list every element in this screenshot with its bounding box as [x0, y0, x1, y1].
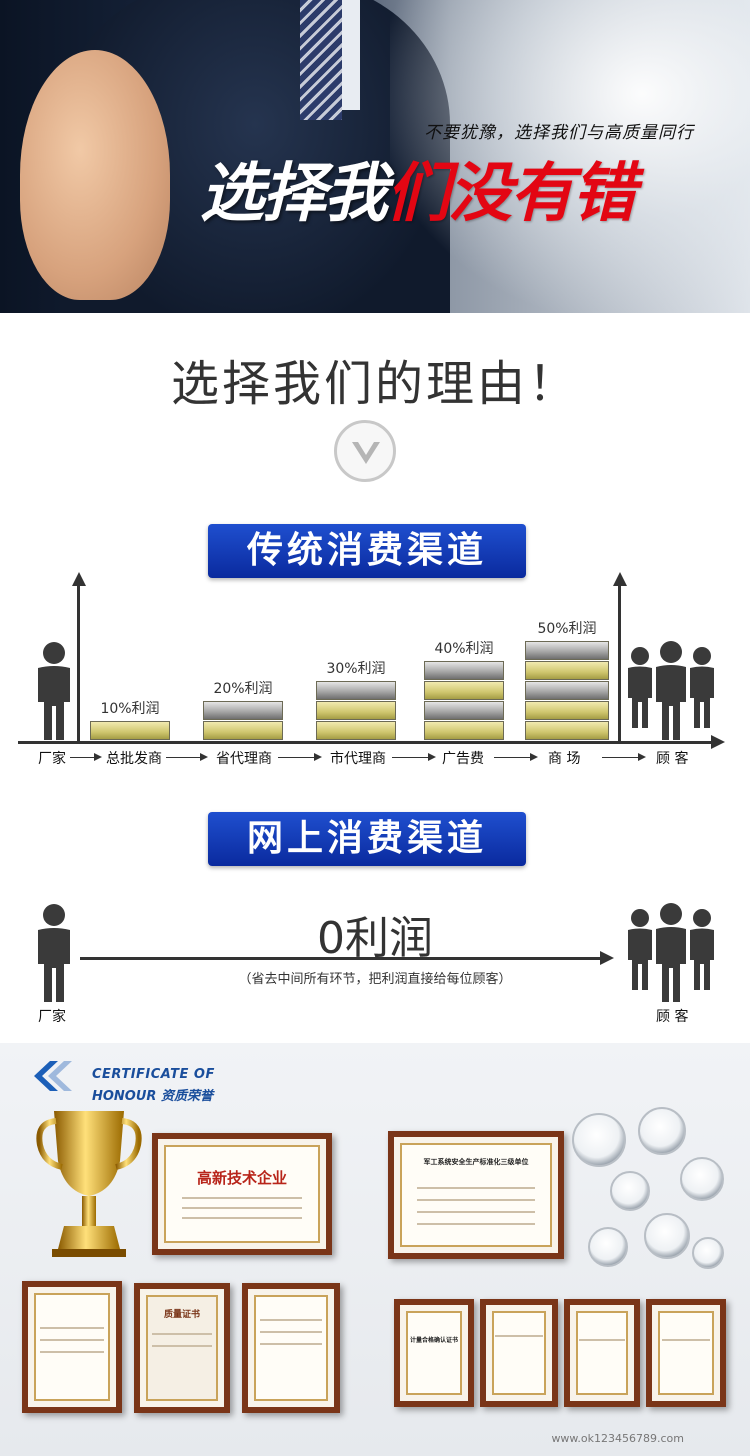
trophy-icon [36, 1111, 142, 1257]
gauge-icon [644, 1213, 690, 1259]
profit-label-2: 20%利润 [213, 681, 273, 697]
channel-provincial-agent: 省代理商 [216, 751, 272, 767]
horizontal-axis [18, 741, 713, 744]
coin-layer [525, 721, 609, 740]
gauge-icon [610, 1171, 650, 1211]
flow-arrow [392, 753, 436, 761]
coin-layer [525, 701, 609, 720]
certificate-title-cn: 资质荣誉 [160, 1089, 213, 1104]
coin-layer [424, 701, 504, 720]
channel-manufacturer: 厂家 [38, 751, 66, 767]
tie [300, 0, 342, 120]
chevron-left-icon [34, 1061, 72, 1091]
traditional-channel-banner: 传统消费渠道 [208, 524, 526, 578]
left-vertical-axis [77, 584, 80, 742]
site-watermark: www.ok123456789.com [551, 1432, 684, 1445]
profit-label-5: 50%利润 [537, 621, 597, 637]
chevron-down-icon [334, 420, 396, 482]
light-glow [390, 0, 750, 313]
channel-city-agent: 市代理商 [330, 751, 386, 767]
certificate-report [242, 1283, 340, 1413]
coin-layer [525, 661, 609, 680]
channel-mall: 商 场 [548, 751, 581, 767]
certificate-quality-title: 质量证书 [163, 1310, 200, 1320]
profit-label-1: 10%利润 [100, 701, 160, 717]
flow-arrow [494, 753, 538, 761]
gauge-icon [588, 1227, 628, 1267]
pressure-gauges-photo [568, 1107, 728, 1307]
certificate-high-tech: 高新技术企业 [152, 1133, 332, 1255]
right-axis-arrow-icon [613, 572, 627, 586]
flow-arrow [70, 753, 102, 761]
profit-bar-1 [90, 720, 170, 740]
coin-layer [525, 641, 609, 660]
coin-layer [316, 701, 396, 720]
gauge-icon [692, 1237, 724, 1269]
headline-red-part: 们没有错 [386, 157, 636, 231]
customers-group-icon [628, 903, 714, 1002]
certificate-proof [22, 1281, 122, 1413]
certificate-title-en: CERTIFICATE OF [92, 1067, 215, 1082]
zero-profit-label: 0利润 [317, 913, 433, 964]
channel-advertising: 广告费 [442, 751, 484, 767]
certificate-section: CERTIFICATE OF HONOUR 资质荣誉 高新技术企业 军工系统安全… [0, 1043, 750, 1456]
profit-bar-3 [316, 680, 396, 740]
certificate-military-title: 军工系统安全生产标准化三级单位 [423, 1158, 529, 1166]
online-manufacturer-label: 厂家 [38, 1009, 66, 1025]
gauge-icon [572, 1113, 626, 1167]
certificate-high-tech-title: 高新技术企业 [196, 1169, 287, 1187]
online-channel-banner: 网上消费渠道 [208, 812, 526, 866]
coin-layer [90, 721, 170, 740]
flow-arrow [602, 753, 646, 761]
manufacturer-person-icon [38, 642, 70, 740]
certificate-military-safety: 军工系统安全生产标准化三级单位 [388, 1131, 564, 1259]
profit-bar-5 [525, 640, 609, 740]
certificate-small-3 [564, 1299, 640, 1407]
left-axis-arrow-icon [72, 572, 86, 586]
certificate-title-line2: HONOUR 资质荣誉 [92, 1085, 213, 1104]
profit-bar-2 [203, 700, 283, 740]
coin-layer [424, 661, 504, 680]
customers-group-icon [628, 641, 714, 740]
coin-layer [316, 721, 396, 740]
hero-slogan: 不要犹豫，选择我们与高质量同行 [424, 123, 694, 143]
profit-label-4: 40%利润 [434, 641, 494, 657]
manufacturer-person-icon [38, 904, 70, 1002]
flow-arrow [166, 753, 208, 761]
certificate-measurement: 计量合格确认证书 [394, 1299, 474, 1407]
coin-layer [316, 681, 396, 700]
flow-arrow [278, 753, 322, 761]
gauge-icon [680, 1157, 724, 1201]
channel-wholesaler: 总批发商 [106, 751, 162, 767]
hero-headline: 选择我们没有错 [200, 142, 636, 234]
coin-layer [525, 681, 609, 700]
direct-flow-arrow [80, 951, 614, 965]
channel-customer: 顾 客 [656, 751, 689, 767]
reasons-title: 选择我们的理由！ [170, 356, 579, 412]
certificate-measure-title: 计量合格确认证书 [409, 1337, 458, 1344]
hero-banner: 不要犹豫，选择我们与高质量同行 选择我们没有错 [0, 0, 750, 313]
coin-layer [424, 721, 504, 740]
horizontal-axis-arrow-icon [711, 735, 725, 749]
certificate-small-4 [646, 1299, 726, 1407]
certificate-title-honour: HONOUR [92, 1089, 157, 1104]
coin-layer [203, 701, 283, 720]
profit-label-3: 30%利润 [326, 661, 386, 677]
gauge-icon [638, 1107, 686, 1155]
profit-bar-4 [424, 660, 504, 740]
certificate-small-2 [480, 1299, 558, 1407]
handshake-hand [20, 50, 170, 300]
certificate-quality: 质量证书 [134, 1283, 230, 1413]
online-customer-label: 顾 客 [656, 1009, 689, 1025]
online-note: （省去中间所有环节，把利润直接给每位顾客） [238, 972, 512, 987]
right-vertical-axis [618, 584, 621, 742]
coin-layer [203, 721, 283, 740]
headline-white-part: 选择我 [200, 157, 388, 231]
coin-layer [424, 681, 504, 700]
